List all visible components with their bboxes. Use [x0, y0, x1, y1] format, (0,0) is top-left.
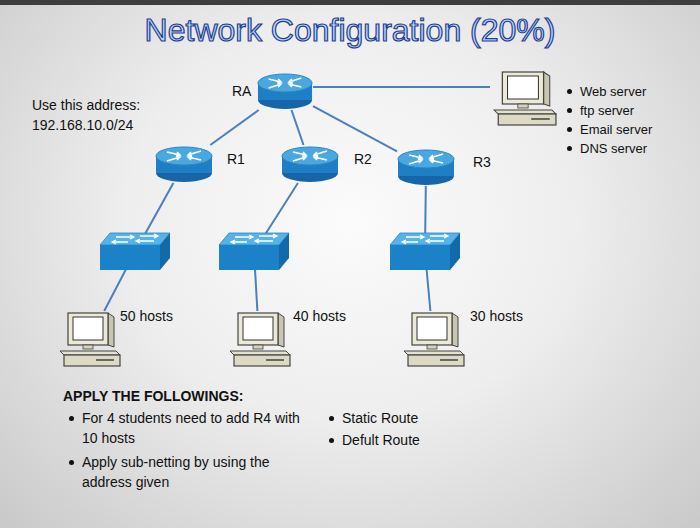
- bullet-text: Defult Route: [342, 430, 420, 450]
- note-text: Use this address: 192.168.10.0/24: [32, 95, 182, 135]
- service-item: Web server: [580, 82, 646, 101]
- computer-icon: [490, 70, 558, 128]
- device-label: R1: [227, 149, 245, 169]
- bullet-dot: [69, 416, 74, 421]
- network-link: [210, 110, 258, 145]
- router-icon: [257, 72, 313, 110]
- computer-icon: [56, 311, 122, 369]
- bullet-dot: [329, 438, 334, 443]
- bullet-dot: [567, 89, 572, 94]
- device-label: R3: [473, 152, 491, 172]
- bullet-dot: [567, 146, 572, 151]
- computer-icon: [400, 311, 466, 369]
- network-link: [313, 86, 490, 88]
- service-item: Email server: [580, 120, 652, 139]
- router-icon: [155, 145, 213, 183]
- host-node: 30 hosts: [400, 311, 466, 369]
- service-item: ftp server: [580, 101, 634, 120]
- router-node: R2: [281, 145, 339, 183]
- device-label: R2: [354, 149, 372, 169]
- network-link: [292, 110, 304, 145]
- bullet-text: For 4 students need to add R4 with 10 ho…: [82, 408, 310, 448]
- host-node: 40 hosts: [226, 311, 292, 369]
- service-item: DNS server: [580, 139, 647, 158]
- router-icon: [281, 145, 339, 183]
- switch-icon: [100, 233, 170, 270]
- bullet-dot: [567, 108, 572, 113]
- slide-title: Network Configuration (20%): [0, 10, 700, 50]
- network-link: [313, 106, 397, 151]
- host-node: 50 hosts: [56, 311, 122, 369]
- bullet-dot: [69, 460, 74, 465]
- router-node: R3: [397, 148, 455, 186]
- host-count: 50 hosts: [120, 306, 173, 326]
- switch-icon: [219, 233, 289, 270]
- switch-icon: [390, 233, 460, 270]
- section-heading: APPLY THE FOLLOWINGS:: [63, 386, 243, 406]
- router-icon: [397, 148, 455, 186]
- bullet-dot: [329, 416, 334, 421]
- router-node: R1: [155, 145, 213, 183]
- top-band: [0, 0, 700, 5]
- device-label: RA: [232, 81, 251, 101]
- router-node: RA: [257, 72, 313, 110]
- server-node: Web serverftp serverEmail serverDNS serv…: [490, 70, 558, 128]
- bullet-text: Static Route: [342, 408, 418, 428]
- host-count: 40 hosts: [293, 306, 346, 326]
- computer-icon: [226, 311, 292, 369]
- host-count: 30 hosts: [470, 306, 523, 326]
- bullet-dot: [567, 127, 572, 132]
- bullet-text: Apply sub-netting by using the address g…: [82, 452, 310, 492]
